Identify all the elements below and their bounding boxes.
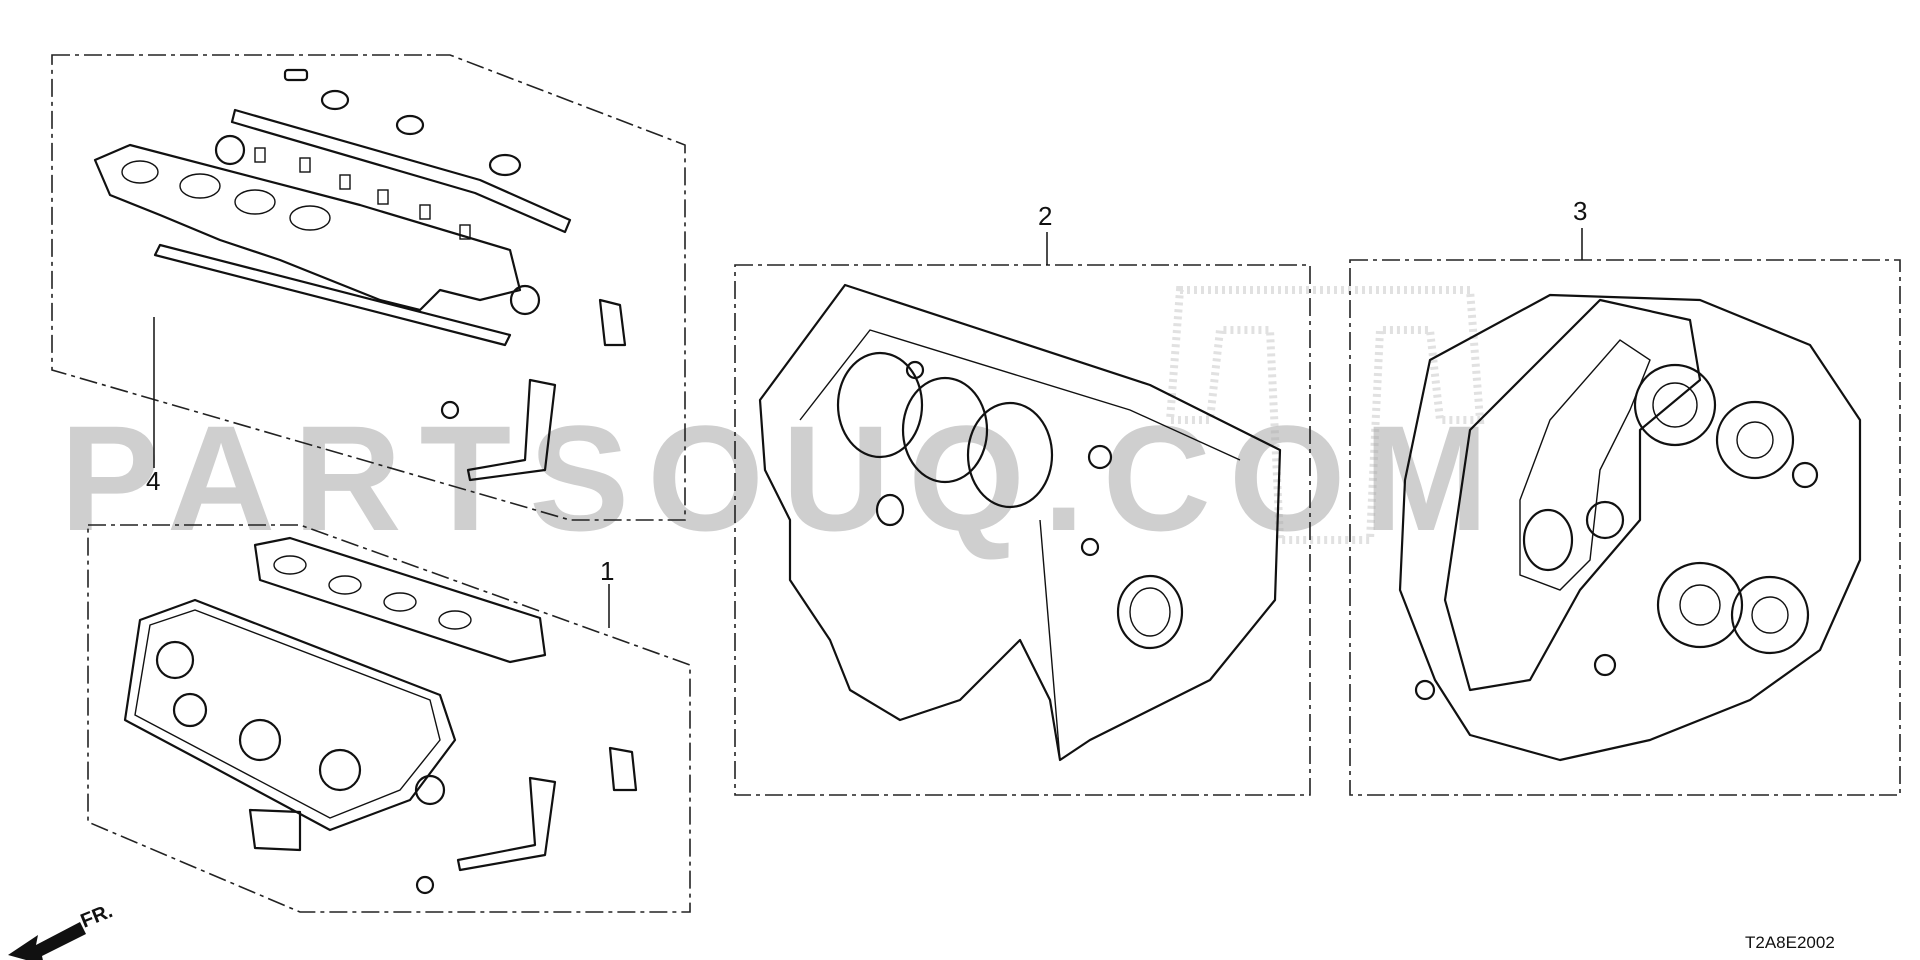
front-arrow-icon xyxy=(8,922,86,960)
kit-3-frame xyxy=(1349,259,1901,796)
diagram-code: T2A8E2002 xyxy=(1745,933,1835,952)
kit-4-parts xyxy=(93,68,627,482)
callout-3: 3 xyxy=(1573,196,1587,226)
kit-2-frame xyxy=(734,264,1311,796)
callout-2: 2 xyxy=(1038,201,1052,231)
callout-4: 4 xyxy=(146,466,160,496)
kit-3-parts xyxy=(1398,293,1862,762)
front-direction-indicator: FR. xyxy=(8,900,116,960)
kit-2-parts xyxy=(758,283,1282,762)
kit-1-parts xyxy=(123,536,638,895)
watermark-text: PARTSOUQ.COM xyxy=(60,394,1507,562)
callout-1: 1 xyxy=(600,556,614,586)
kit-1-frame xyxy=(87,524,691,913)
front-label: FR. xyxy=(78,900,116,932)
kit-4-frame xyxy=(51,54,686,521)
